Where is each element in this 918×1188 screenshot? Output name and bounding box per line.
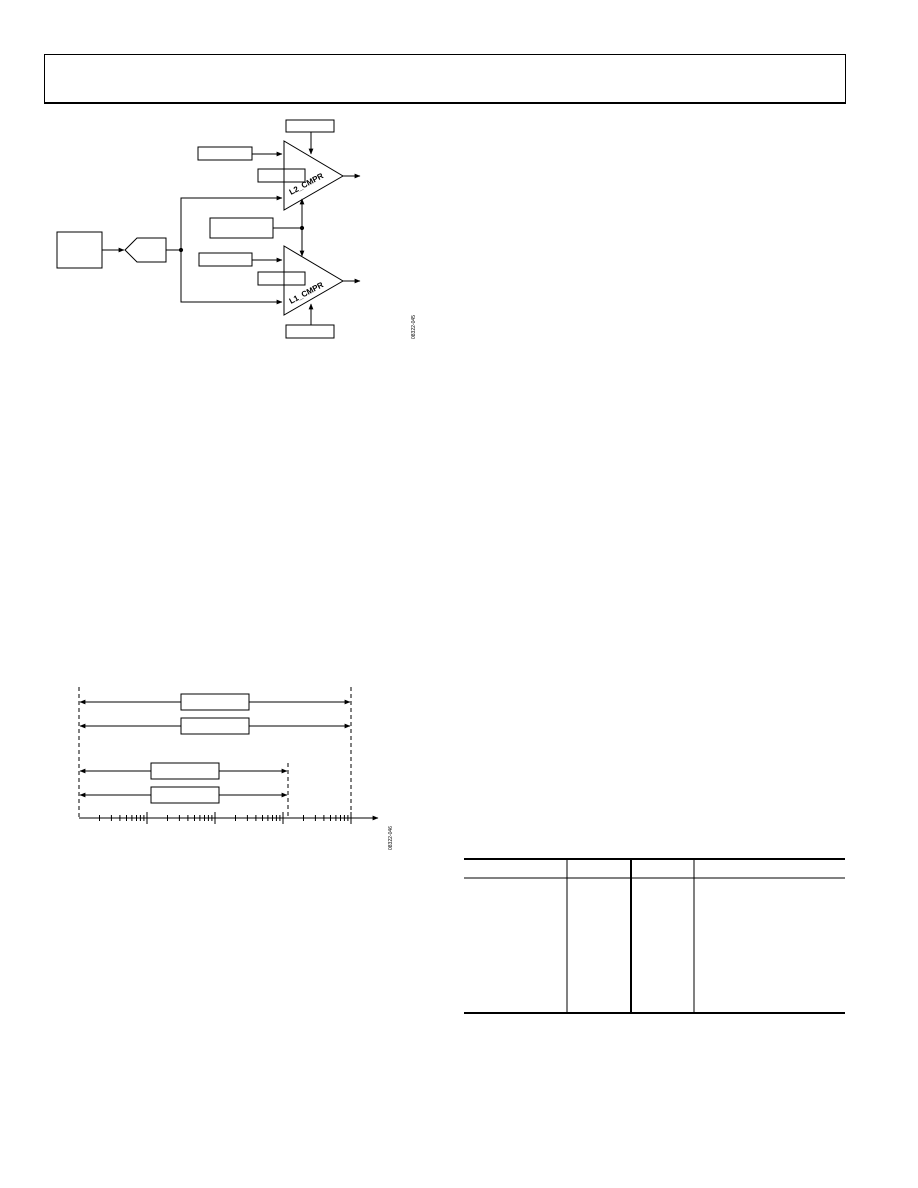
log-axis-ticks [99, 812, 352, 824]
lower-ref-register-box [257, 271, 306, 286]
upper-comparator-triangle [283, 140, 344, 211]
range-label-box-1 [180, 693, 250, 711]
upper-comparator-label: L2_CMPR [288, 171, 325, 197]
top-figure-code: 08322-045 [411, 315, 417, 339]
lower-input-register-box [198, 252, 253, 267]
upper-top-register-box [285, 119, 335, 133]
bottom-figure-code: 08322-046 [388, 826, 394, 850]
lower-bottom-register-box [285, 324, 335, 339]
shared-register-box [209, 217, 274, 239]
input-block [56, 231, 103, 269]
lower-comparator-triangle [283, 245, 344, 316]
page-header-frame [44, 54, 846, 104]
range-label-box-4 [150, 786, 220, 804]
range-label-box-2 [180, 717, 250, 735]
data-table [464, 858, 845, 1014]
range-diagram [78, 687, 379, 821]
input-buffer-shape [124, 237, 167, 263]
upper-ref-register-box [257, 168, 306, 183]
upper-input-register-box [197, 146, 253, 161]
range-label-box-3 [150, 762, 220, 780]
